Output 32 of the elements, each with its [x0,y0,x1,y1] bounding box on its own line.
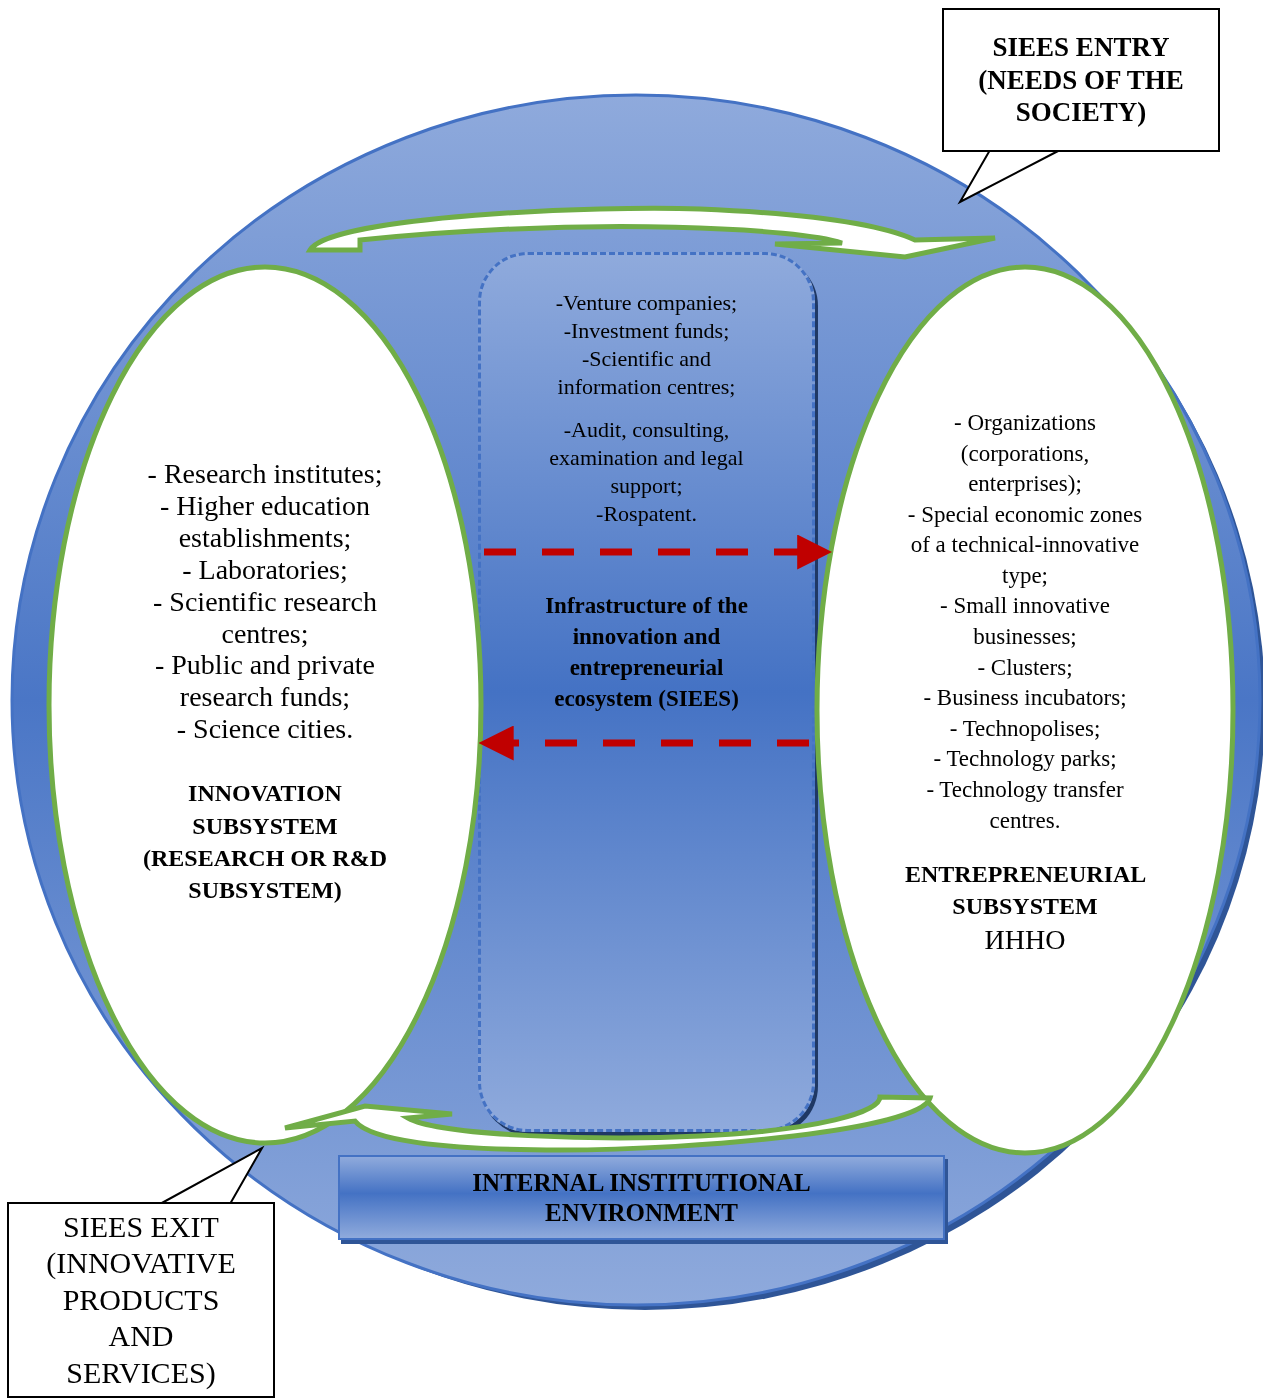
subsystem-title: INNOVATION SUBSYSTEM (RESEARCH OR R&D SUBSYSTEM) [142,779,388,906]
list-item: - Technopolises; [949,714,1101,743]
list-item: - Clusters; [977,653,1073,682]
list-item: - Public and private research funds; [153,649,377,714]
environment-label: INTERNAL INSTITUTIONAL ENVIRONMENT [471,1167,812,1228]
list-item: - Organizations (corporations, enterprises); [953,409,1097,499]
dashed-arrow [484,534,833,570]
list-item: - Small innovative businesses; [939,592,1111,652]
list-item: - Science cities. [176,713,354,746]
list-item: - Research institutes; [147,458,383,490]
subsystem-ellipse [47,265,483,1145]
infrastructure-box [478,252,815,1132]
list-item: - Special economic zones of a technical-innovative type; [907,500,1143,590]
curved-block-arrow [282,1094,933,1153]
list-item: - Scientific research centres; [152,585,378,650]
list-item: -Rospatent. [596,500,697,529]
list-item: -Venture companies; [555,289,738,317]
list-item: - Technology parks; [933,745,1117,774]
subsystem-title: ENTREPRENEURIAL SUBSYSTEM [905,860,1146,922]
callout-text: SIEES EXIT (INNOVATIVE PRODUCTS AND SERVICES) [45,1208,237,1391]
list-item: -Audit, consulting, examination and legal support; [548,415,745,500]
callout-text: SIEES ENTRY (NEEDS OF THE SOCIETY) [977,30,1185,130]
list-item: - Higher education establishments; [159,489,371,554]
list-item: -Investment funds; [563,317,730,346]
curved-block-arrow [307,205,998,260]
list-item: -Scientific and information centres; [556,345,737,402]
subsystem-ellipse [815,265,1235,1155]
infrastructure-title: Infrastructure of the innovation and entrepreneurial ecosystem (SIEES) [544,592,749,714]
list-item: - Business incubators; [923,684,1127,713]
list-item: - Technology transfer centres. [925,775,1125,835]
subsystem-note: ИННО [984,922,1066,957]
list-item: - Laboratories; [182,553,348,586]
